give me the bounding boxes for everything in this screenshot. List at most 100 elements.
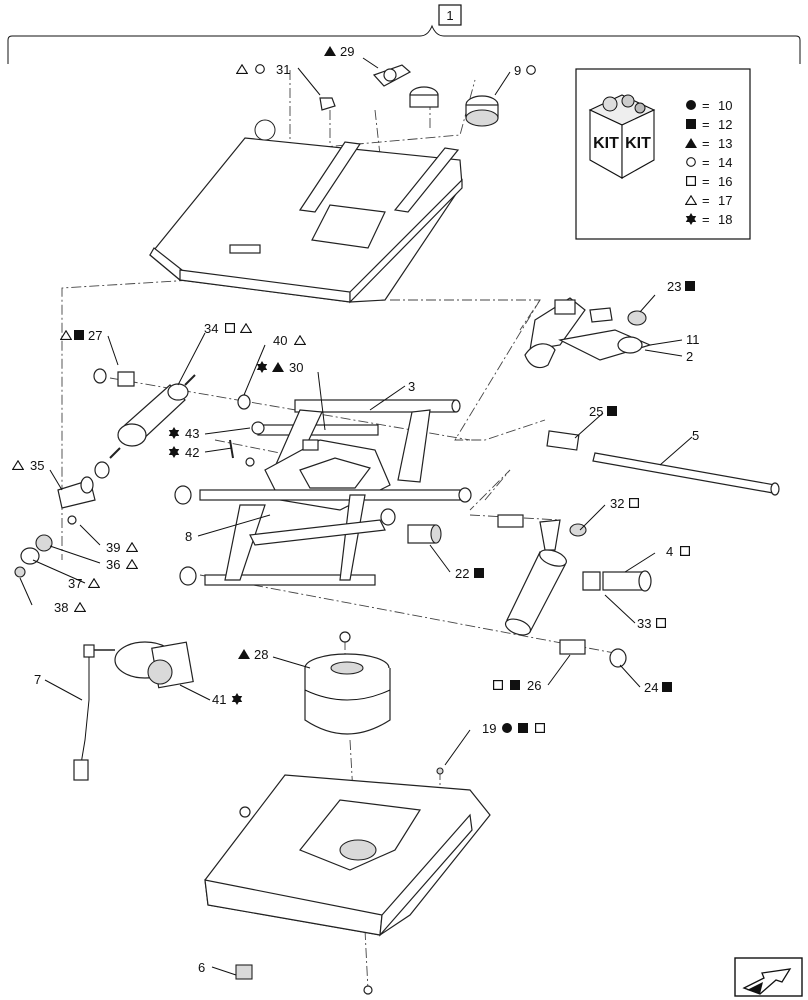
legend-eq: =	[702, 117, 710, 132]
open-square-icon	[535, 723, 545, 733]
kit-legend-box: KIT KIT = 10 = 12 = 13 = 14 = 16 = 17 = …	[575, 68, 751, 240]
label-34: 34	[204, 321, 218, 336]
callout-1: 1	[446, 8, 453, 23]
open-square-icon	[493, 680, 503, 690]
callout-labels: 29 31 9 23 11 2 27 34 40 30 3 43 42	[12, 44, 700, 975]
legend-num: 10	[718, 98, 732, 113]
filled-square-icon	[686, 119, 696, 129]
label-37: 37	[68, 576, 82, 591]
filled-triangle-icon	[238, 649, 250, 659]
filled-square-icon	[607, 406, 617, 416]
open-triangle-icon	[12, 460, 24, 470]
open-square-icon	[686, 176, 696, 186]
lever-assembly	[524, 297, 652, 369]
filled-square-icon	[510, 680, 520, 690]
open-square-icon	[656, 618, 666, 628]
motor-harness	[73, 641, 194, 781]
filled-square-icon	[685, 281, 695, 291]
label-23: 23	[667, 279, 681, 294]
label-43: 43	[185, 426, 199, 441]
label-42: 42	[185, 445, 199, 460]
filled-circle-icon	[502, 723, 512, 733]
filled-square-icon	[474, 568, 484, 578]
open-square-icon	[225, 323, 235, 333]
label-8: 8	[185, 529, 192, 544]
filled-star-icon	[231, 693, 243, 705]
label-33: 33	[637, 616, 651, 631]
label-40: 40	[273, 333, 287, 348]
label-41: 41	[212, 692, 226, 707]
label-24: 24	[644, 680, 658, 695]
legend-num: 13	[718, 136, 732, 151]
label-27: 27	[88, 328, 102, 343]
legend-num: 17	[718, 193, 732, 208]
top-small-parts	[319, 64, 499, 127]
scissor-frame	[174, 399, 472, 586]
leader-lines	[19, 57, 693, 976]
label-30: 30	[289, 360, 303, 375]
lower-base-frame	[204, 767, 491, 995]
label-29: 29	[340, 44, 354, 59]
filled-circle-icon	[686, 100, 696, 110]
legend-num: 18	[718, 212, 732, 227]
open-triangle-icon	[236, 64, 248, 74]
filled-triangle-icon	[272, 362, 284, 372]
label-25: 25	[589, 404, 603, 419]
air-spring	[304, 631, 391, 735]
kit-word-right: KIT	[625, 135, 651, 152]
label-31: 31	[276, 62, 290, 77]
label-5: 5	[692, 428, 699, 443]
label-6: 6	[198, 960, 205, 975]
filled-square-icon	[518, 723, 528, 733]
label-19: 19	[482, 721, 496, 736]
label-2: 2	[686, 349, 693, 364]
open-triangle-icon	[74, 602, 86, 612]
legend-eq: =	[702, 174, 710, 189]
upper-seat-frame	[149, 119, 463, 304]
label-36: 36	[106, 557, 120, 572]
kit-box-icon: KIT KIT	[588, 94, 656, 179]
legend-eq: =	[702, 193, 710, 208]
label-22: 22	[455, 566, 469, 581]
legend-eq: =	[702, 155, 710, 170]
open-circle-icon	[255, 64, 265, 74]
rod-assembly	[546, 430, 780, 496]
lower-shock	[407, 514, 652, 668]
open-triangle-icon	[126, 542, 138, 552]
kit-word-left: KIT	[593, 135, 619, 152]
filled-triangle-icon	[324, 46, 336, 56]
open-circle-icon	[526, 65, 536, 75]
label-4: 4	[666, 544, 673, 559]
shock-absorber	[93, 368, 251, 459]
label-38: 38	[54, 600, 68, 615]
assembly-bracket: 1	[7, 4, 801, 64]
filled-star-icon	[168, 446, 180, 458]
legend-eq: =	[702, 98, 710, 113]
legend-num: 14	[718, 155, 732, 170]
legend-num: 12	[718, 117, 732, 132]
label-3: 3	[408, 379, 415, 394]
open-triangle-icon	[294, 335, 306, 345]
filled-star-icon	[256, 361, 268, 373]
open-square-icon	[680, 546, 690, 556]
label-39: 39	[106, 540, 120, 555]
open-square-icon	[629, 498, 639, 508]
legend-eq: =	[702, 212, 710, 227]
open-triangle-icon	[240, 323, 252, 333]
open-circle-icon	[686, 157, 696, 167]
label-9: 9	[514, 63, 521, 78]
label-26: 26	[527, 678, 541, 693]
filled-square-icon	[74, 330, 84, 340]
legend-eq: =	[702, 136, 710, 151]
label-28: 28	[254, 647, 268, 662]
kit-legend-list: = 10 = 12 = 13 = 14 = 16 = 17 = 18	[685, 98, 732, 227]
label-7: 7	[34, 672, 41, 687]
next-page-arrow-icon[interactable]	[734, 957, 803, 997]
label-11: 11	[686, 332, 700, 347]
label-35: 35	[30, 458, 44, 473]
filled-star-icon	[168, 427, 180, 439]
filled-square-icon	[662, 682, 672, 692]
open-triangle-icon	[88, 578, 100, 588]
open-triangle-icon	[126, 559, 138, 569]
